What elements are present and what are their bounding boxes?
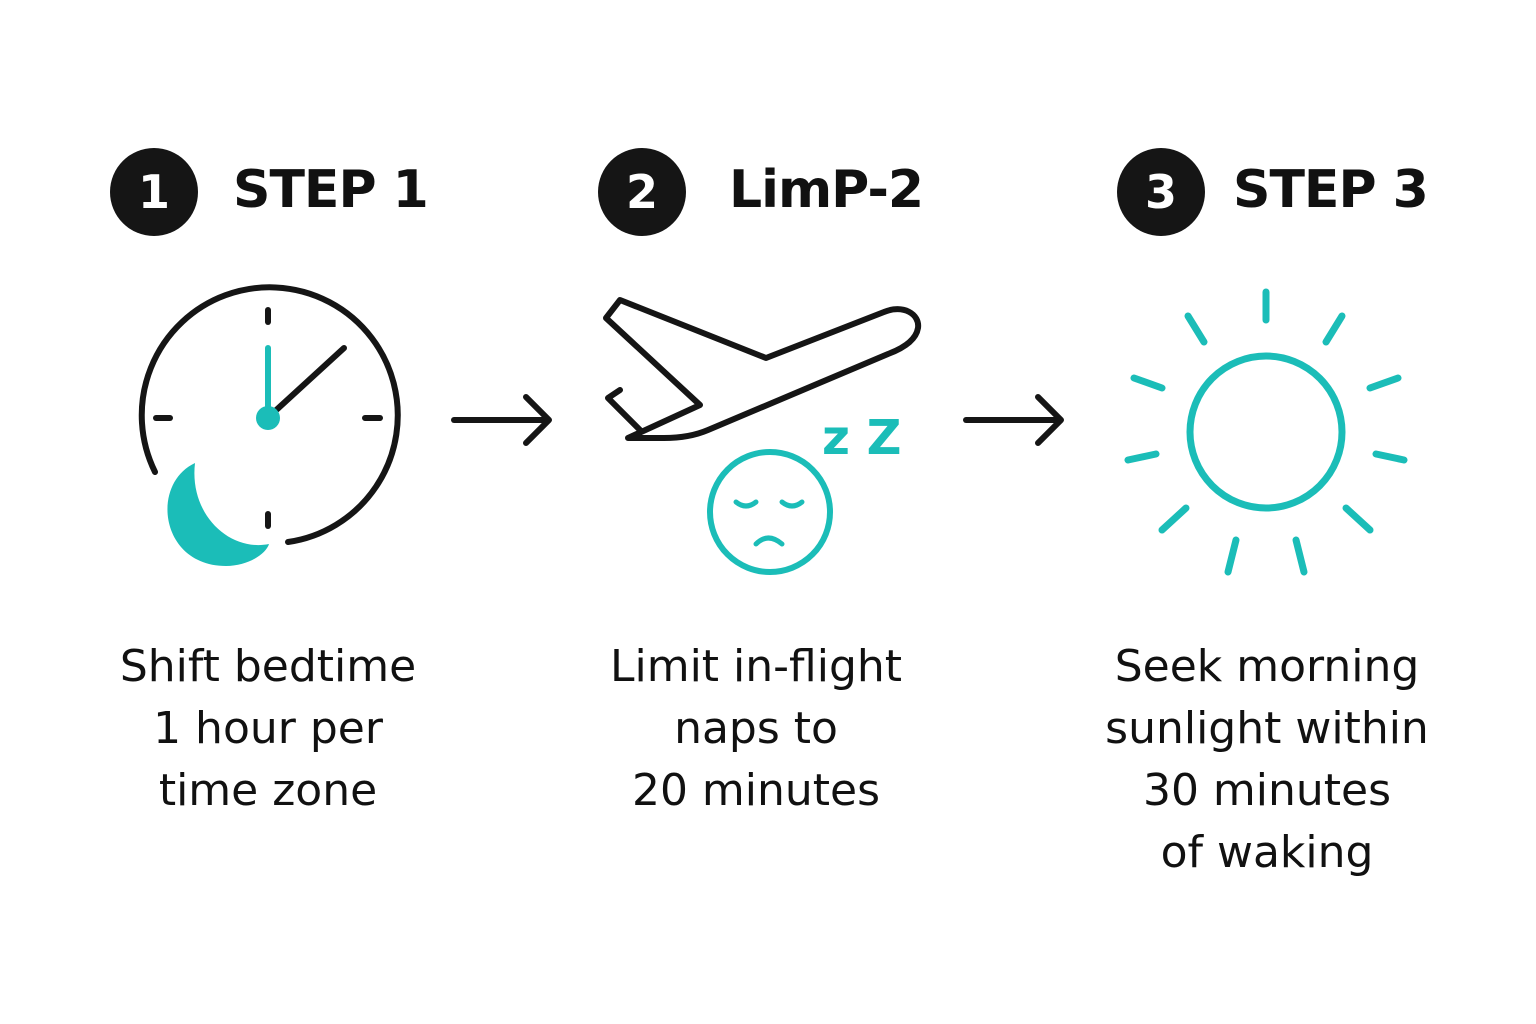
step-3-description-line: Seek morning (1114, 641, 1420, 692)
arrow-right-icon (963, 394, 1064, 446)
clock-rim (138, 284, 401, 545)
step-1-title: STEP 1 (233, 160, 429, 220)
airplane-lower-wing (605, 387, 643, 433)
sleep-z-symbol: z Z (822, 410, 901, 466)
closed-eye-right (779, 499, 805, 509)
step-3-description-line: sunlight within (1105, 703, 1429, 754)
step-1-description: Shift bedtime 1 hour per time zone (68, 636, 468, 822)
step-1-description-line: Shift bedtime (119, 641, 417, 692)
arrow-right-icon (451, 394, 552, 446)
step-1-description-line: time zone (158, 765, 378, 816)
clock-center (256, 406, 280, 430)
sun-icon (1124, 288, 1408, 576)
step-2-number-badge: 2 (598, 148, 686, 236)
frown-mouth (753, 535, 785, 547)
step-2-description-line: Limit in-flight (609, 641, 903, 692)
hour-hand (270, 345, 347, 416)
step-2-description: Limit in-flight naps to 20 minutes (556, 636, 956, 822)
airplane-icon (603, 297, 922, 441)
step-2-title: LimP-2 (729, 160, 924, 220)
step-1-number-badge: 1 (110, 148, 198, 236)
crescent-moon (167, 463, 269, 566)
sleeping-face-icon (707, 449, 833, 575)
step-2-description-line: naps to (674, 703, 838, 754)
airplane-sleeping-face-icon: z Z (603, 297, 922, 575)
step-3-title: STEP 3 (1233, 160, 1429, 220)
step-3-description-line: 30 minutes (1142, 765, 1392, 816)
step-3-description-line: of waking (1160, 827, 1374, 878)
sun-disc (1186, 352, 1346, 512)
step-3-number-badge: 3 (1117, 148, 1205, 236)
step-3-description: Seek morning sunlight within 30 minutes … (1067, 636, 1467, 884)
sun-rays (1124, 288, 1408, 576)
clock-moon-icon (138, 284, 401, 566)
closed-eye-left (733, 499, 759, 509)
step-2-description-line: 20 minutes (631, 765, 881, 816)
step-1-description-line: 1 hour per (153, 703, 383, 754)
